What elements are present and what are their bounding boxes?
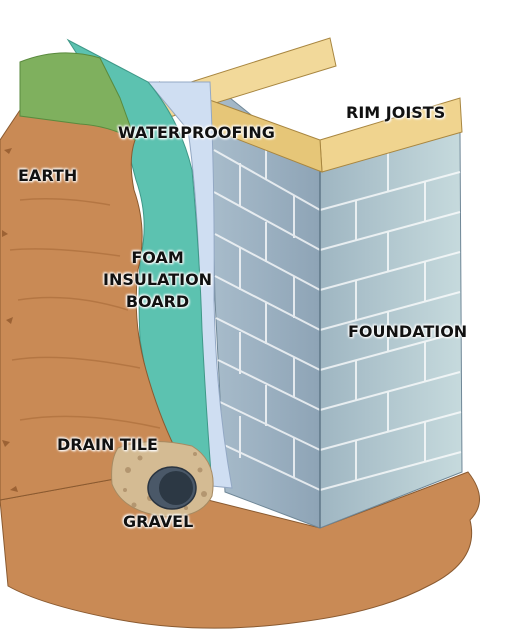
label-foam-insulation-board: FOAM INSULATION BOARD bbox=[103, 247, 212, 313]
grass bbox=[19, 52, 136, 142]
label-foam-line2: INSULATION bbox=[103, 270, 213, 289]
drain-pipe-opening bbox=[159, 471, 193, 505]
label-foam-line1: FOAM bbox=[131, 248, 184, 267]
label-waterproofing: WATERPROOFING bbox=[118, 123, 275, 142]
label-rim-joists: RIM JOISTS bbox=[346, 103, 446, 122]
gravel-stones bbox=[123, 452, 207, 510]
label-foam-line3: BOARD bbox=[125, 292, 190, 311]
earth-texture bbox=[9, 198, 161, 429]
right-wall-courses bbox=[319, 152, 462, 491]
left-wall-courses bbox=[213, 138, 321, 491]
label-drain-tile: DRAIN TILE bbox=[57, 435, 158, 454]
label-earth: EARTH bbox=[18, 166, 78, 185]
label-gravel: GRAVEL bbox=[123, 512, 194, 531]
label-foundation: FOUNDATION bbox=[348, 322, 468, 341]
earth-flecks bbox=[2, 148, 18, 492]
ground-base bbox=[0, 471, 480, 629]
